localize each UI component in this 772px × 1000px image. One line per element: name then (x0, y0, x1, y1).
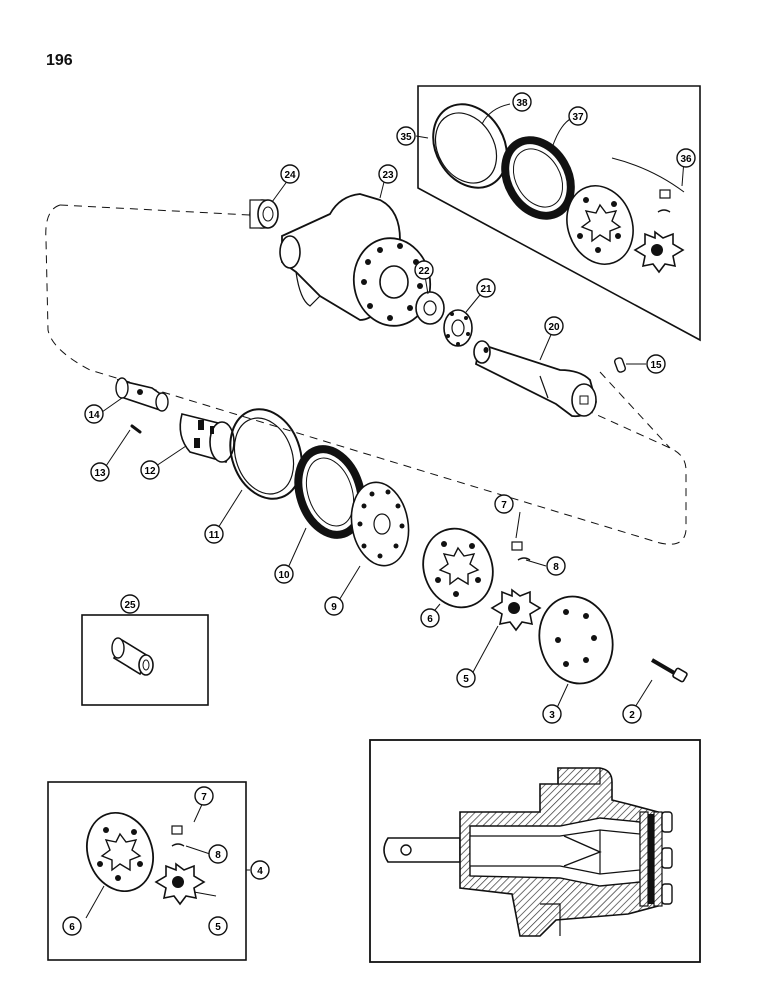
part-12-cage (179, 413, 235, 463)
svg-text:36: 36 (680, 154, 692, 165)
svg-text:22: 22 (418, 266, 430, 277)
callout-12: 12 (140, 460, 160, 480)
assembly-dashed-outline (45, 204, 687, 545)
callout-14: 14 (84, 404, 104, 424)
callout-15: 15 (646, 354, 666, 374)
kit-4-stator (86, 811, 154, 893)
callout-4: 4 (250, 860, 270, 880)
callout-2: 2 (622, 704, 642, 724)
callout-20: 20 (544, 316, 564, 336)
svg-text:23: 23 (382, 170, 394, 181)
svg-text:4: 4 (257, 866, 263, 877)
callout-8: 8 (546, 556, 566, 576)
cross-section-view (383, 767, 673, 937)
svg-text:5: 5 (463, 674, 469, 685)
callout-35: 35 (396, 126, 416, 146)
part-2-bolt (650, 658, 688, 683)
callout-5: 5 (456, 668, 476, 688)
callout-36: 36 (676, 148, 696, 168)
callout-7: 7 (494, 494, 514, 514)
page-number: 196 (46, 52, 73, 69)
svg-text:13: 13 (94, 468, 106, 479)
callout-9: 9 (324, 596, 344, 616)
kit-25-frame (81, 614, 209, 706)
callout-22: 22 (414, 260, 434, 280)
svg-text:20: 20 (548, 322, 560, 333)
callout-3: 3 (542, 704, 562, 724)
callout-24: 24 (280, 164, 300, 184)
svg-text:2: 2 (629, 710, 635, 721)
svg-text:3: 3 (549, 710, 555, 721)
part-10-seal (294, 445, 366, 539)
callout-10: 10 (274, 564, 294, 584)
part-22-washer (415, 291, 445, 325)
svg-text:38: 38 (516, 98, 528, 109)
part-14-coupling (115, 377, 169, 412)
callout-6: 6 (420, 608, 440, 628)
part-8-spring (517, 557, 531, 561)
kit-36-vane (659, 189, 671, 199)
callout-23: 23 (378, 164, 398, 184)
svg-text:10: 10 (278, 570, 290, 581)
svg-text:37: 37 (572, 112, 584, 123)
callout-5-kit: 5 (208, 916, 228, 936)
svg-text:9: 9 (331, 602, 337, 613)
part-9-plate (350, 481, 410, 567)
part-20-shaft (473, 340, 597, 418)
svg-text:35: 35 (400, 132, 412, 143)
part-25-bushing (111, 637, 154, 676)
svg-text:6: 6 (427, 614, 433, 625)
svg-text:14: 14 (88, 410, 100, 421)
kit-4-frame (47, 781, 247, 961)
callout-7-kit: 7 (194, 786, 214, 806)
part-21-thrust-bearing (443, 309, 473, 347)
svg-text:6: 6 (69, 922, 75, 933)
part-23-housing (279, 193, 432, 327)
callout-11: 11 (204, 524, 224, 544)
part-24-bearing (249, 199, 279, 229)
svg-text:8: 8 (553, 562, 559, 573)
callout-25: 25 (120, 594, 140, 614)
svg-text:12: 12 (144, 466, 156, 477)
cross-section-frame (369, 739, 701, 963)
kit-35-frame (417, 85, 701, 342)
callout-38: 38 (512, 92, 532, 112)
svg-text:24: 24 (284, 170, 296, 181)
kit-4-vane (171, 825, 183, 835)
svg-text:5: 5 (215, 922, 221, 933)
svg-text:7: 7 (501, 500, 507, 511)
callout-6-kit: 6 (62, 916, 82, 936)
svg-text:25: 25 (124, 600, 136, 611)
kit-36-disc (566, 185, 634, 265)
svg-text:11: 11 (209, 530, 220, 541)
svg-text:15: 15 (650, 360, 662, 371)
kit-36-spring (657, 209, 671, 213)
part-37-seal (501, 136, 575, 220)
kit-4-spring (171, 843, 185, 847)
part-11-ring (229, 408, 303, 500)
svg-text:8: 8 (215, 850, 221, 861)
callout-37: 37 (568, 106, 588, 126)
callout-8-kit: 8 (208, 844, 228, 864)
part-38-ring (432, 103, 508, 189)
callout-13: 13 (90, 462, 110, 482)
svg-text:21: 21 (480, 284, 492, 295)
part-13-pin (130, 424, 142, 434)
part-7-vane (511, 541, 523, 551)
part-3-end-cover (538, 595, 614, 685)
svg-text:7: 7 (201, 792, 207, 803)
part-15-pin (613, 357, 627, 373)
callout-21: 21 (476, 278, 496, 298)
part-6-stator (422, 527, 494, 609)
